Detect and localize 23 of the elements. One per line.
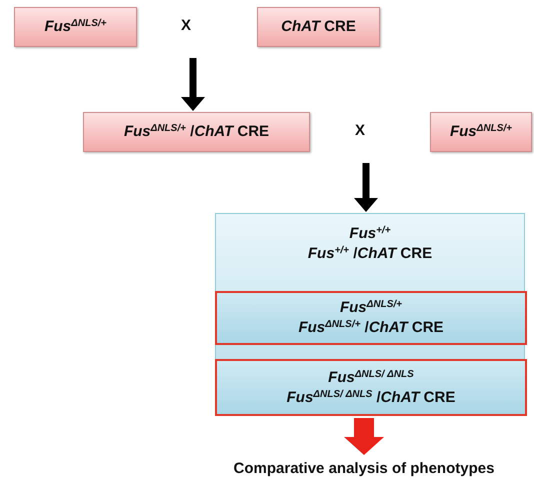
genotype-box — [430, 112, 532, 152]
genotype-label: Fus$^{ΔNLS/+}$ /ChAT CRE — [124, 122, 270, 142]
cross-symbol: X — [355, 121, 366, 141]
arrow — [181, 58, 205, 111]
genotype-box — [14, 7, 137, 47]
genotype-label: Fus$^{+/+}$ — [349, 224, 391, 244]
cross-symbol: X — [181, 16, 192, 36]
genotype-label: Fus$^{ΔNLS/+}$ — [44, 17, 106, 37]
genotype-label: Fus$^{+/+}$ /ChAT CRE — [308, 244, 432, 264]
genotype-label: Fus$^{ΔNLS/ ΔNLS}$ — [328, 368, 414, 388]
arrow — [354, 163, 378, 212]
arrow — [344, 418, 384, 455]
offspring-panel — [215, 213, 525, 416]
conclusion-text: Comparative analysis of phenotypes — [234, 459, 494, 479]
genotype-label: Fus$^{ΔNLS/+}$ — [340, 298, 402, 318]
genotype-box — [215, 291, 527, 345]
genotype-box — [83, 112, 310, 152]
genotype-label: Fus$^{ΔNLS/+}$ — [450, 122, 512, 142]
genotype-box — [215, 359, 527, 416]
genotype-label: Fus$^{ΔNLS/+}$ /ChAT CRE — [298, 318, 444, 338]
genotype-label: Fus$^{ΔNLS/ ΔNLS}$ /ChAT CRE — [286, 388, 456, 408]
genotype-label: ChAT CRE — [281, 17, 356, 37]
genotype-box — [257, 7, 380, 47]
